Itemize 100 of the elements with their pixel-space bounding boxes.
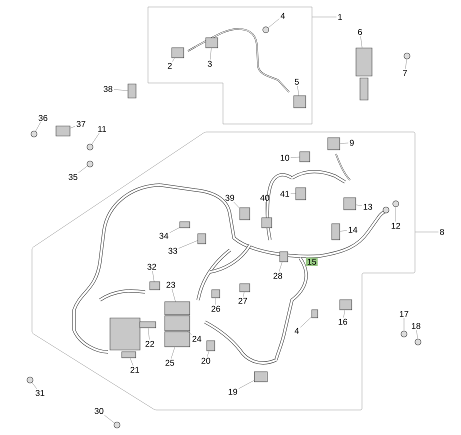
callout-number: 34 (159, 232, 168, 239)
callout-number: 16 (338, 318, 348, 325)
highlighted-callout-number: 15 (306, 258, 318, 266)
callout-number: 38 (104, 86, 112, 92)
fastener-part (114, 422, 120, 428)
callout-number: 39 (225, 194, 234, 201)
leader-line (104, 415, 115, 424)
connector-part (240, 284, 250, 292)
callout-number: 10 (280, 154, 290, 161)
leader-line (343, 310, 346, 318)
callout-number: 41 (280, 190, 290, 197)
callout-number: 17 (400, 311, 408, 317)
leader-line (178, 240, 198, 249)
callout-number: 31 (36, 390, 44, 396)
callout-number: 8 (440, 229, 444, 235)
callout-number: 25 (166, 360, 174, 366)
connector-part (262, 218, 272, 228)
leader-line (172, 288, 176, 302)
callout-number: 32 (147, 264, 156, 270)
leader-line (130, 358, 134, 366)
connector-part (300, 152, 310, 162)
leader-line (300, 316, 312, 328)
callout-number: 6 (358, 29, 362, 35)
fastener-part (400, 330, 408, 338)
connector-part (296, 188, 306, 200)
connector-part (328, 138, 340, 150)
leader-line (32, 382, 37, 389)
callout-number: 22 (146, 340, 154, 347)
fastener-part (26, 376, 34, 384)
leader-line (70, 126, 76, 128)
callout-number: 9 (350, 140, 354, 146)
connector-part (180, 221, 190, 228)
connector-part (344, 198, 356, 210)
callout-number: 3 (208, 60, 212, 67)
callout-number: 37 (76, 121, 86, 127)
callout-number: 30 (94, 408, 104, 414)
leader-line (340, 230, 348, 232)
leader-line (148, 328, 150, 340)
leader-line (360, 36, 362, 48)
leader-line (172, 58, 175, 62)
fastener-part (262, 26, 270, 34)
connector-part (206, 38, 218, 48)
connector-part (128, 84, 136, 98)
callout-number: 2 (168, 62, 172, 69)
leader-line (207, 350, 210, 357)
connector-part (312, 310, 318, 318)
callout-number: 21 (130, 366, 140, 373)
callout-number: 1 (338, 14, 342, 20)
leader-line (78, 166, 88, 173)
leader-line (170, 346, 176, 359)
connector-part (172, 48, 184, 58)
leader-line (264, 202, 267, 218)
callout-number: 5 (294, 78, 299, 85)
connector-part (212, 290, 220, 298)
callout-number: 11 (98, 126, 106, 132)
callout-number: 13 (364, 204, 372, 210)
connector-part (198, 234, 206, 244)
callout-number: 4 (294, 328, 299, 334)
leader-line (152, 270, 154, 282)
callout-number: 24 (192, 336, 202, 342)
connector-part (140, 322, 156, 328)
callout-number: 35 (68, 174, 78, 180)
fastener-part (86, 160, 94, 168)
callout-number: 28 (274, 272, 282, 279)
leader-line (114, 89, 128, 91)
connector-part (56, 126, 70, 136)
leader-line (356, 204, 362, 206)
connector-part (340, 300, 352, 310)
connector-part (206, 340, 216, 352)
leader-line (238, 380, 254, 389)
callout-number: 20 (202, 358, 210, 364)
callout-number: 14 (348, 226, 358, 233)
leader-line (416, 330, 418, 339)
leader-line (405, 59, 407, 70)
leader-line (35, 122, 41, 132)
leader-line (278, 262, 282, 272)
connector-part (294, 96, 306, 108)
leader-line (210, 48, 212, 60)
frame-outline (148, 6, 312, 124)
callout-number: 19 (228, 388, 238, 395)
leader-line (92, 132, 100, 144)
connector-part (280, 252, 288, 262)
fastener-part (404, 52, 410, 60)
leader-line (170, 227, 180, 233)
leader-line (268, 18, 280, 28)
fastener-part (86, 144, 94, 150)
callout-number: 7 (403, 70, 407, 76)
connector-part (240, 207, 250, 220)
connector-part (122, 352, 136, 358)
connector-part (164, 302, 190, 316)
leader-line (186, 330, 192, 335)
callout-number: 40 (260, 194, 270, 201)
callout-number: 26 (212, 306, 220, 312)
fastener-part (392, 200, 400, 208)
fastener-part (30, 130, 38, 138)
fastener-part (414, 338, 422, 346)
connector-part (254, 372, 268, 382)
callout-number: 36 (38, 115, 48, 121)
leader-line (234, 202, 240, 208)
callout-number: 4 (280, 12, 285, 19)
